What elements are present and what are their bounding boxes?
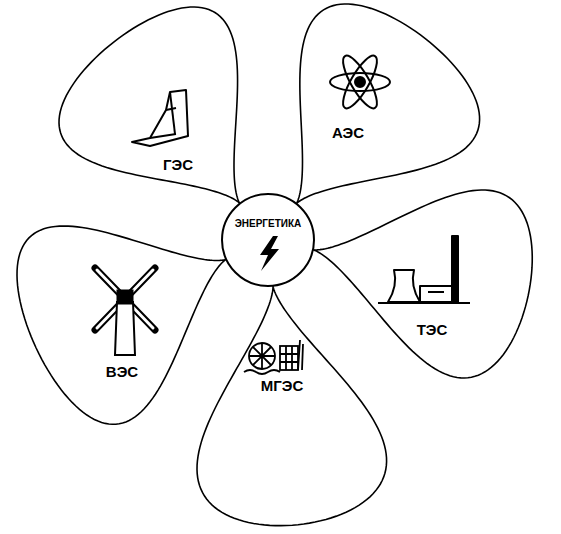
circle-outline [222,194,314,286]
energy-hub-circle: ЭНЕРГЕТИКА [220,192,316,288]
dam-icon [132,90,188,146]
thermal-plant-icon [378,236,470,303]
petal-outline [296,4,480,204]
plant-label: ВЭС [106,364,138,381]
plant-petal: ТЭС [311,188,534,380]
atom-icon [330,52,390,113]
small-hydro-icon [244,340,303,374]
plant-label: ГЭС [163,157,193,174]
plant-petal: АЭС [294,2,482,206]
circle-outline [220,192,316,288]
center-label: ЭНЕРГЕТИКА [235,218,302,229]
petal-outline [294,2,482,206]
plant-petal: МГЭС [195,284,389,528]
plant-petal: ГЭС [57,5,242,206]
lightning-symbol [260,236,279,271]
petal-outline [313,190,532,378]
petal-outline [17,226,226,424]
petal-outline [57,5,242,206]
plant-label: ТЭС [417,322,448,339]
plant-label: АЭС [332,125,364,142]
plant-label: МГЭС [261,378,304,395]
petal-outline [311,188,534,380]
windmill-icon [95,268,155,355]
petal-outline [197,286,387,526]
plant-petal: ВЭС [15,224,228,426]
petal-outline [59,7,240,204]
petal-outline [15,224,228,426]
petal-outline [195,284,389,528]
